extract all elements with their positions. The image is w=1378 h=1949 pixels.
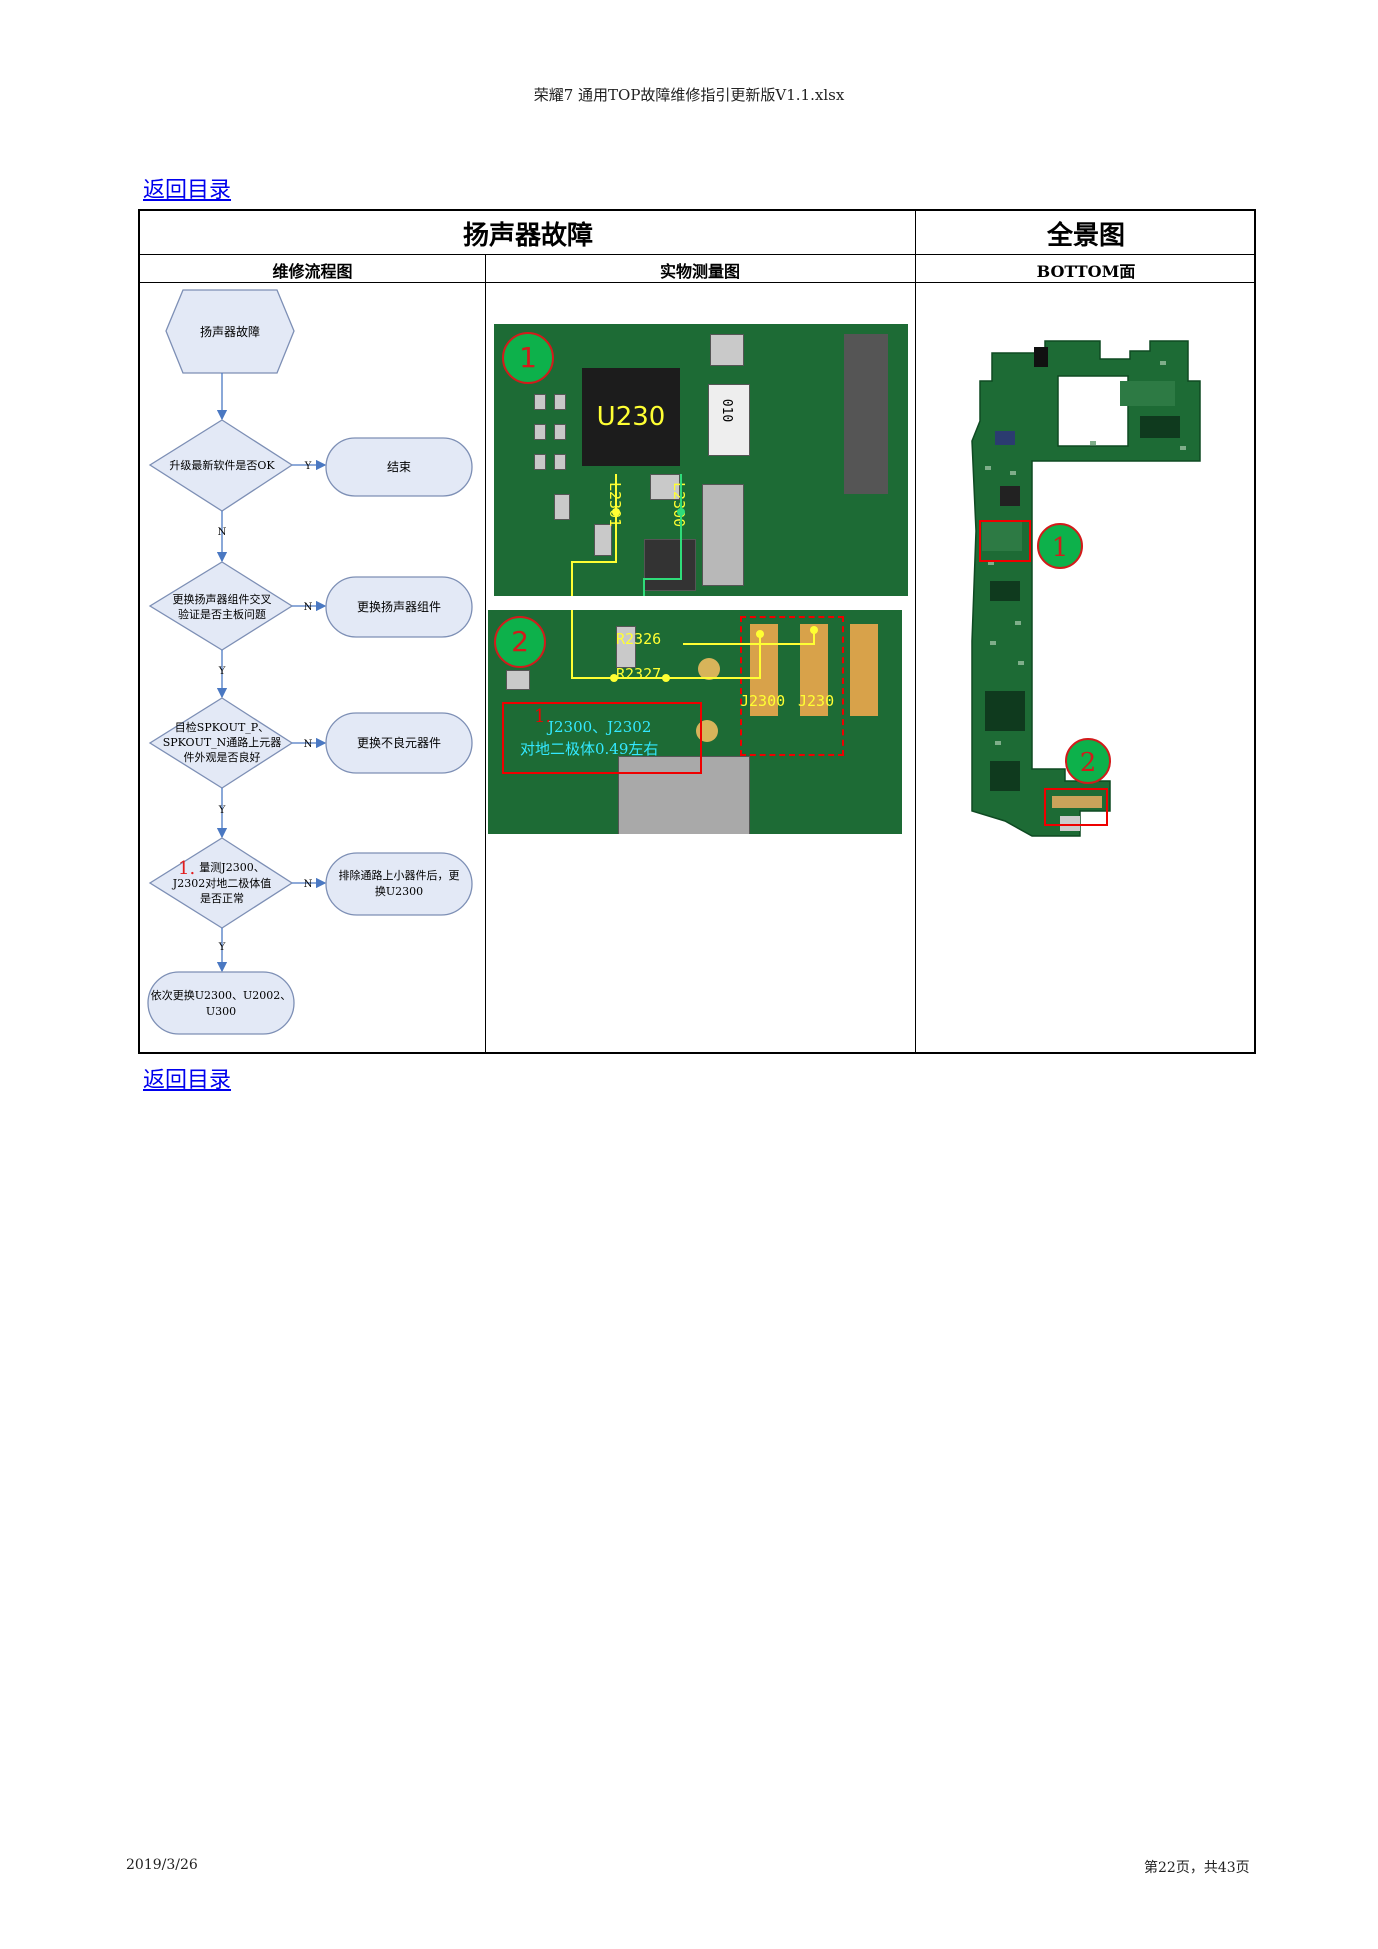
pad-j2300-label: J2300 [740,692,786,710]
header-divider [140,254,1254,255]
flow-q3-line3: 件外观是否良好 [184,750,261,764]
marker-2-board-label: 2 [1080,748,1097,778]
flow-q4-no: N [304,879,313,890]
table-title: 扬声器故障 [462,221,593,251]
pad-highlight-box [740,616,844,756]
flow-action-speaker [325,576,473,638]
repair-flowchart: 扬声器故障 升级最新软件是否OK Y 结束 N 更换扬声器组件交叉 验证是否主板… [147,289,473,1035]
marker-2-photo: 2 [494,616,546,668]
flow-q3-no: N [304,739,313,750]
col-header-bottom: BOTTOM面 [1036,262,1136,281]
flow-q2-line1: 更换扬声器组件交叉 [173,592,272,606]
flow-q1-no: N [218,527,227,538]
fault-guide-table: 扬声器故障 全景图 维修流程图 实物测量图 BOTTOM面 扬声器故障 升级最新… [138,209,1256,1054]
flow-a2-text: 更换扬声器组件 [357,599,441,614]
flow-a4-line2: 换U2300 [375,884,423,898]
measurement-photo-1: U230 010 1 L2301 L2300 [494,324,908,596]
flow-last-line2: U300 [206,1005,236,1018]
marker-1-photo: 1 [502,332,554,384]
marker-2-board [1065,738,1111,784]
diode-note-line1: J2300、J2302 [548,718,652,736]
col-header-photo: 实物测量图 [659,262,740,281]
flow-last-line1: 依次更换U2300、U2002、 [151,988,292,1002]
pcb-bottom-panorama: 1 2 [971,340,1201,837]
flow-q1-yes: Y [304,461,312,472]
flow-action-replace-chips [147,971,295,1035]
diode-note-box: 1. J2300、J2302 对地二极体0.49左右 [502,702,702,774]
flow-q1-text: 升级最新软件是否OK [169,458,275,472]
flow-action-component [325,712,473,774]
pcb-outline [971,340,1201,837]
marker-1-board [1037,523,1083,569]
pad-j230-label: J230 [798,692,835,710]
subheader-divider [140,282,1254,283]
flow-q2-line2: 验证是否主板问题 [178,607,266,621]
flow-decision-speaker-swap [148,561,294,651]
flow-q4-yes: Y [218,942,226,953]
flow-start-node [165,289,295,374]
footer-date: 2019/3/26 [126,1857,198,1873]
flow-q3-line2: SPKOUT_N通路上元器 [163,736,282,749]
diode-note-step: 1. [534,706,552,727]
diode-note-line2: 对地二极体0.49左右 [520,740,659,758]
marker-1-board-label: 1 [1052,533,1069,563]
panorama-title: 全景图 [1046,221,1125,251]
resistor-r2326-label: R2326 [616,630,662,648]
photo1-traces [571,474,685,596]
footer-page-number: 第22页，共43页 [1144,1860,1250,1876]
flow-end-node [325,437,473,497]
flow-q4-line3: 是否正常 [200,892,244,905]
back-to-index-link-top[interactable]: 返回目录 [143,178,232,203]
pcb-highlight-2 [1044,788,1108,826]
flow-q2-no: N [304,602,313,613]
flow-q3-line1: 目检SPKOUT_P、 [175,720,269,734]
chip-u230: U230 [582,368,680,466]
capacitor: 010 [708,384,750,456]
document-title: 荣耀7 通用TOP故障维修指引更新版V1.1.xlsx [533,86,845,104]
flow-a4-line1: 排除通路上小器件后，更 [339,868,460,882]
flow-q3-yes: Y [218,805,226,816]
flow-a3-text: 更换不良元器件 [357,735,441,750]
measurement-photo-2: 2 R2326 R2327 J2300 J230 1. J2300、J2302 … [488,610,902,834]
flow-q4-step-number: 1. [178,858,195,879]
col-divider-1 [485,254,486,1052]
flow-q4-line2: J2302对地二极体值 [172,876,271,890]
back-to-index-link-bottom[interactable]: 返回目录 [143,1068,232,1093]
flow-q4-line1: 量测J2300、 [199,861,264,874]
flow-q2-yes: Y [218,666,226,677]
chip-u230-label: U230 [596,402,666,432]
flow-start-text: 扬声器故障 [200,324,260,339]
flow-end-text: 结束 [387,460,411,474]
col-header-flowchart: 维修流程图 [272,262,353,281]
pcb-highlight-1 [979,520,1031,562]
photo2-traces [571,610,818,682]
flow-action-replace-u2300 [325,852,473,916]
col-divider-2 [915,211,916,1052]
